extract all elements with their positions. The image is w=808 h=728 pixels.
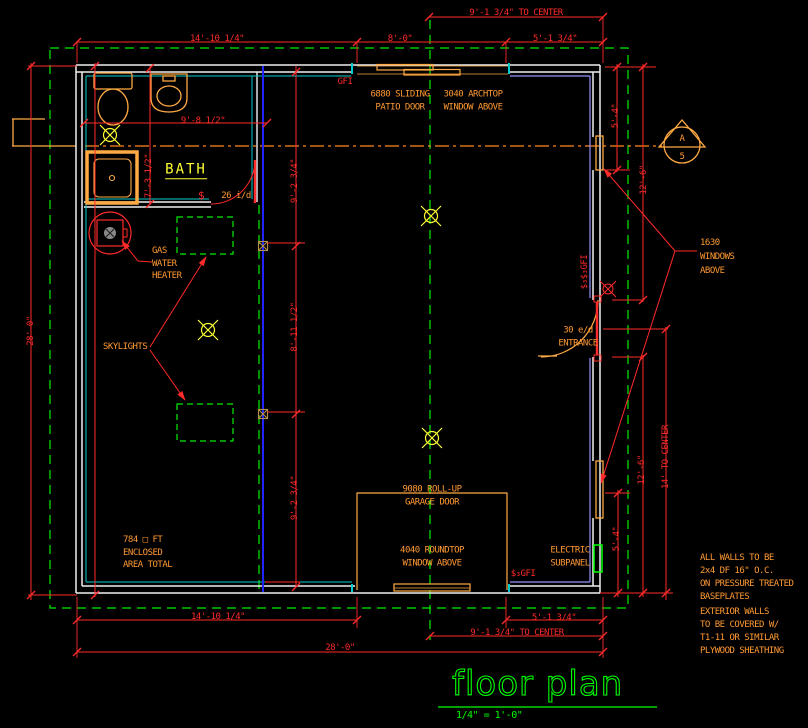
dimension-lines [30,16,667,653]
dim-left-overall: 28'-0" [25,316,36,346]
dimension-ticks [26,12,671,657]
dim-top-left: 14'-10 1/4" [189,33,245,44]
toilet-icon [93,72,133,126]
outlet-icons [257,240,269,420]
bath-door-label: 26 i/d [221,190,251,201]
shower-icon [85,150,139,205]
dim-right-126-top: 12'-6" [638,165,649,195]
dim-bottom-51: 5'-1 3/4" [531,612,577,623]
garage-finish-lines [510,75,591,583]
dim-bottom-center: 9'-1 3/4" TO CENTER [470,627,564,638]
right-wall-windows [595,135,604,519]
roof-overhang-outline [49,20,629,640]
leader-lines [121,168,697,484]
dim-top-right: 5'-1 3/4" [532,33,578,44]
skylights-label: SKYLIGHTS [103,342,148,352]
gfi-top-label: GFI [337,76,353,87]
electric-subpanel-symbol [593,544,603,573]
dim-bottom-overall: 28'-0" [325,642,355,653]
garage-door-label: 9080 ROLL-UP GARAGE DOOR [402,484,462,508]
dim-mid-bottom: 9'-2 3/4" [289,475,300,521]
water-heater-icon [88,211,132,255]
rollup-garage-door [356,492,508,592]
gfi-right-label: $₃$₃GFI [579,254,590,290]
gas-water-heater-label: GAS WATER HEATER [152,246,182,281]
dim-right-54-bottom: 5'-4" [611,526,622,552]
section-bubble-icon [657,118,707,164]
entrance-door [538,295,602,362]
dim-right-54-top: 5'-4" [610,103,621,129]
windows-above-label: 1630 WINDOWS ABOVE [700,238,735,276]
entrance-label: 30 e/d ENTRANCE [558,325,598,349]
roundtop-window-label: 4040 ROUNDTOP WINDOW ABOVE [400,545,464,569]
dim-top-door: 8'-0" [387,33,413,44]
switch-icon: $ [197,188,205,202]
section-number: 5 [679,151,685,162]
area-total-label: 784 □ FT ENCLOSED AREA TOTAL [123,535,173,570]
dim-bottom-left: 14'-10 1/4" [190,611,246,622]
dim-top-center: 9'-1 3/4" TO CENTER [469,7,563,18]
dim-mid-top: 9'-2 3/4" [289,158,300,204]
drawing-scale: 1/4" = 1'-0" [456,710,523,721]
section-letter: A [679,133,685,144]
note-sheathing: EXTERIOR WALLS TO BE COVERED W/ T1-11 OR… [700,607,784,656]
exterior-walls [75,64,601,594]
light-fixture-icons [99,124,443,449]
dim-mid-middle: 8'-11 1/2" [289,302,300,352]
archtop-window-label: 3040 ARCHTOP WINDOW ABOVE [443,89,503,113]
sliding-patio-door [357,63,508,76]
section-line [12,118,662,147]
note-walls: ALL WALLS TO BE 2x4 DF 16" O.C. ON PRESS… [700,553,794,602]
bath-walls [84,72,258,208]
bath-room-label: BATH [165,161,207,179]
dim-bath-width: 9'-8 1/2" [180,115,226,126]
porch-light-icon [599,280,617,298]
electric-subpanel-label: ELECTRIC SUBPANEL [550,545,590,569]
drawing-title: floor plan [451,663,624,704]
gfi-bottom-label: $₃GFI [510,568,536,579]
sink-icon [150,73,188,113]
bath-door [210,159,257,205]
patio-door-label: 6880 SLIDING PATIO DOOR [370,89,430,113]
dim-bath-height: 7'-3 1/2" [143,153,154,199]
dim-right-126-bottom: 12'-6" [636,455,647,485]
dim-right-14-center: 14' TO CENTER [660,425,671,489]
skylight-openings [176,216,234,442]
